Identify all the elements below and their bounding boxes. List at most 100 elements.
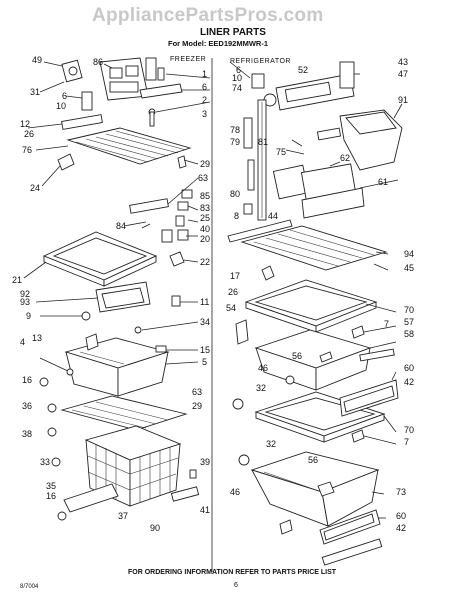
callout-6b: 6 xyxy=(202,82,208,92)
doc-code: 8/7004 xyxy=(20,584,39,590)
meat-pan xyxy=(238,451,383,566)
ref-callout-56: 56 xyxy=(292,351,303,361)
callout-12: 12 xyxy=(20,119,31,129)
ref-callout-91: 91 xyxy=(398,95,409,105)
callout-15: 15 xyxy=(200,345,211,355)
ref-callout-47: 47 xyxy=(398,69,409,79)
callout-86: 86 xyxy=(93,57,104,67)
ref-callout-56b: 56 xyxy=(308,455,319,465)
ref-callout-73: 73 xyxy=(396,487,407,497)
callout-84: 84 xyxy=(116,221,127,231)
ref-callout-32b: 32 xyxy=(266,439,277,449)
ref-callout-81: 81 xyxy=(258,137,269,147)
ref-callout-58: 58 xyxy=(404,329,415,339)
fresh-food-control-column xyxy=(243,99,365,221)
ref-callout-61: 61 xyxy=(378,177,389,187)
callout-3: 3 xyxy=(202,109,208,119)
callout-85: 85 xyxy=(200,191,211,201)
callout-63: 63 xyxy=(198,173,209,183)
ref-callout-43: 43 xyxy=(398,57,409,67)
freezer-wire-shelf-1 xyxy=(57,114,192,171)
crisper-pan-upper xyxy=(254,329,395,391)
ref-callout-7: 7 xyxy=(384,319,390,329)
ref-callout-52: 52 xyxy=(298,65,309,75)
callout-90: 90 xyxy=(150,523,161,533)
ref-callout-7b: 7 xyxy=(404,437,410,447)
watermark: AppliancePartsPros.com xyxy=(92,5,324,26)
ref-callout-70b: 70 xyxy=(404,425,415,435)
callout-33: 33 xyxy=(40,457,51,467)
callout-92: 92 xyxy=(20,289,31,299)
ref-callout-60b: 60 xyxy=(396,511,407,521)
ref-callout-42: 42 xyxy=(404,377,415,387)
callout-38: 38 xyxy=(22,429,33,439)
ref-callout-8: 8 xyxy=(234,211,240,221)
callout-25: 25 xyxy=(200,213,211,223)
callout-21: 21 xyxy=(12,275,23,285)
callout-20: 20 xyxy=(200,234,211,244)
ref-callout-57: 57 xyxy=(404,317,415,327)
freezer-section-label: FREEZER xyxy=(170,56,207,63)
ordering-note: FOR ORDERING INFORMATION REFER TO PARTS … xyxy=(128,569,337,576)
callout-93: 93 xyxy=(20,297,31,307)
callout-22: 22 xyxy=(200,257,211,267)
callout-1: 1 xyxy=(202,69,208,79)
callout-4: 4 xyxy=(20,337,26,347)
ref-callout-42b: 42 xyxy=(396,523,407,533)
freezer-glass-shelf xyxy=(42,231,185,334)
ref-callout-75: 75 xyxy=(276,147,287,157)
ref-callout-80: 80 xyxy=(230,189,241,199)
callout-40: 40 xyxy=(200,224,211,234)
callout-35: 35 xyxy=(46,481,57,491)
ref-callout-32: 32 xyxy=(256,383,267,393)
callout-76: 76 xyxy=(22,145,33,155)
callout-16b: 16 xyxy=(46,491,57,501)
ref-callout-79: 79 xyxy=(230,137,241,147)
ref-callout-74: 74 xyxy=(232,83,243,93)
callout-83: 83 xyxy=(200,203,211,213)
callout-29b: 29 xyxy=(192,401,203,411)
callout-24: 24 xyxy=(30,183,41,193)
ref-callout-94: 94 xyxy=(404,249,415,259)
freezer-shelf-supports xyxy=(129,189,193,243)
callout-39: 39 xyxy=(200,457,211,467)
callout-13: 13 xyxy=(32,333,43,343)
callout-26: 26 xyxy=(24,129,35,139)
ref-callout-26: 26 xyxy=(228,287,239,297)
fresh-food-glass-shelf-1 xyxy=(235,279,378,345)
callout-37: 37 xyxy=(118,511,129,521)
model-line: For Model: EED192MMWR-1 xyxy=(168,39,269,48)
callout-49: 49 xyxy=(32,55,43,65)
fresh-food-top-parts xyxy=(251,61,403,171)
freezer-bin xyxy=(39,333,170,397)
callout-36: 36 xyxy=(22,401,33,411)
freezer-top-parts xyxy=(61,57,183,127)
callout-10: 10 xyxy=(56,101,67,111)
callout-11: 11 xyxy=(200,297,210,307)
ref-callout-60: 60 xyxy=(404,363,415,373)
callout-41: 41 xyxy=(200,505,211,515)
callout-5: 5 xyxy=(202,357,208,367)
ref-callout-62: 62 xyxy=(340,153,351,163)
leader-lines xyxy=(23,61,403,519)
ref-callout-70: 70 xyxy=(404,305,415,315)
callout-2: 2 xyxy=(202,95,208,105)
callout-29: 29 xyxy=(200,159,211,169)
ref-callout-46: 46 xyxy=(258,363,269,373)
ref-callout-45: 45 xyxy=(404,263,415,273)
callout-9: 9 xyxy=(26,311,32,321)
callout-31: 31 xyxy=(30,87,41,97)
fresh-food-wire-shelf xyxy=(227,219,388,281)
ref-callout-6: 6 xyxy=(236,65,242,75)
callout-6: 6 xyxy=(62,91,68,101)
crisper-pan-lower xyxy=(232,379,399,443)
ref-callout-46b: 46 xyxy=(230,487,241,497)
freezer-wire-basket xyxy=(47,395,200,521)
ref-callout-54: 54 xyxy=(226,303,237,313)
ref-callout-10: 10 xyxy=(232,73,243,83)
page-number: 6 xyxy=(234,582,238,589)
ref-callout-17: 17 xyxy=(230,271,241,281)
callout-63b: 63 xyxy=(192,387,203,397)
ref-callout-78: 78 xyxy=(230,125,241,135)
